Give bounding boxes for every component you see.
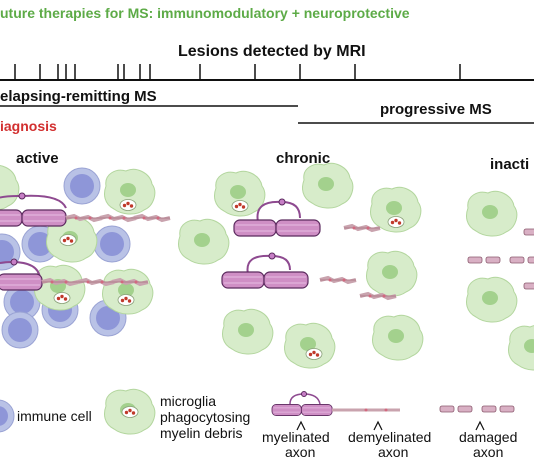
immune-cell-icon (1, 311, 39, 349)
inactive-lesion-panel (466, 190, 534, 371)
microglia-icon (466, 190, 518, 237)
microglia-icon (0, 164, 20, 211)
stage-inactive-label: inacti (490, 156, 530, 173)
microglia-icon (302, 162, 354, 209)
microglia-icon (284, 322, 336, 369)
immune-cell-icon (0, 233, 21, 271)
myelinated-axon-icon (271, 403, 333, 417)
legend-microglia-line2: phagocytosing (160, 409, 251, 425)
progressive-ms-label: progressive MS (380, 101, 492, 118)
relapsing-remitting-label: elapsing-remitting MS (0, 88, 157, 105)
myelinated-axon-icon (233, 219, 321, 237)
microglia-icon (508, 324, 534, 371)
legend-microglia-line3: myelin debris (160, 425, 243, 441)
stage-chronic-label: chronic (276, 150, 331, 167)
legend-immune-cell-label: immune cell (17, 408, 92, 424)
stage-active-label: active (16, 150, 59, 167)
microglia-icon (222, 308, 274, 355)
immune-cell-icon (93, 225, 131, 263)
mri-lesion-timeline (0, 64, 534, 81)
chronic-lesion-panel (178, 162, 424, 369)
legend-myelinated-line1: myelinated (262, 429, 330, 445)
myelinated-axon-icon (0, 273, 43, 291)
demyelinated-axon-icon (352, 408, 400, 412)
legend-demyelinated-line1: demyelinated (348, 429, 432, 445)
mri-lesions-label: Lesions detected by MRI (178, 43, 366, 60)
legend (0, 388, 515, 435)
damaged-axon-icon (467, 256, 501, 264)
microglia-icon (366, 250, 418, 297)
microglia-icon (372, 314, 424, 361)
future-therapies-heading: uture therapies for MS: immunomodulatory… (0, 5, 410, 21)
legend-damaged-line1: damaged (459, 429, 518, 445)
legend-myelinated-line2: axon (285, 444, 316, 460)
active-lesion-panel (0, 164, 172, 349)
damaged-axon-icon (439, 405, 515, 413)
legend-demyelinated-line2: axon (378, 444, 409, 460)
microglia-icon (102, 268, 154, 315)
diagnosis-label: iagnosis (0, 118, 57, 134)
myelinated-axon-icon (0, 209, 67, 227)
myelinated-axon-icon (221, 271, 309, 289)
legend-microglia-line1: microglia (160, 393, 217, 409)
legend-damaged-line2: axon (473, 444, 504, 460)
immune-cell-icon (63, 167, 101, 205)
microglia-icon (178, 218, 230, 265)
microglia-icon (466, 276, 518, 323)
